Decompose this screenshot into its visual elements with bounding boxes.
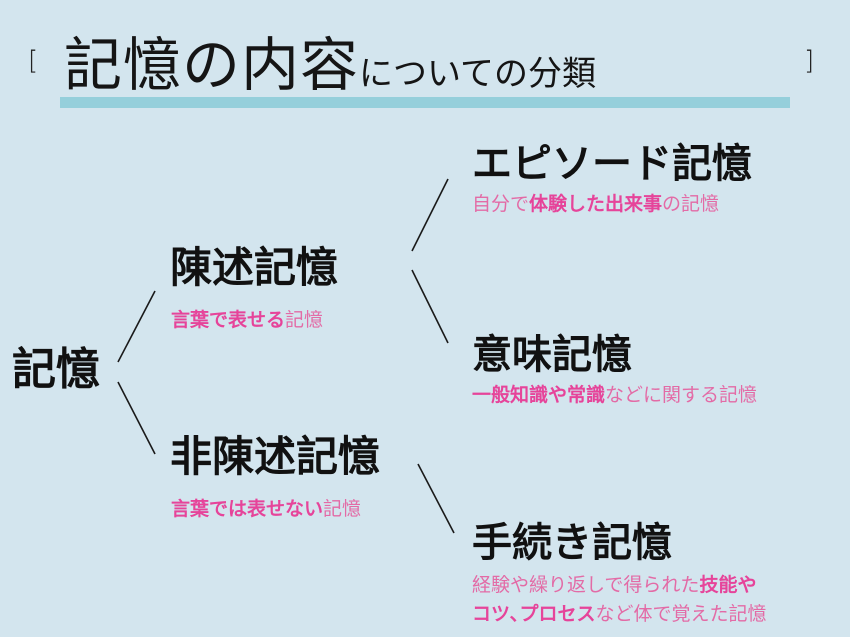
title-bracket-open: [: [28, 46, 39, 76]
desc-procedural-line1: 経験や繰り返しで得られた技能や: [472, 574, 756, 598]
desc-text: 経験や繰り返しで得られた: [472, 574, 700, 596]
title-underline: [60, 97, 790, 108]
desc-nondeclarative: 言葉では表せない記憶: [171, 498, 361, 522]
title-sub: についての分類: [359, 54, 596, 94]
node-semantic: 意味記憶: [472, 332, 632, 378]
desc-emphasis: 言葉では表せない: [171, 498, 324, 520]
desc-declarative: 言葉で表せる記憶: [171, 309, 323, 333]
desc-episodic: 自分で体験した出来事の記憶: [472, 193, 719, 217]
connector-declarative-episodic: [411, 178, 449, 252]
desc-emphasis: 言葉で表せる: [171, 309, 286, 331]
desc-text: など体で覚えた記憶: [595, 603, 767, 625]
desc-text: の記憶: [662, 193, 720, 215]
desc-emphasis: 技能や: [699, 574, 757, 596]
connector-root-nondeclarative: [117, 381, 156, 455]
page-title: 記憶の内容についての分類: [64, 36, 596, 94]
desc-emphasis: 体験した出来事: [529, 193, 663, 215]
node-memory: 記憶: [12, 344, 100, 395]
node-episodic: エピソード記憶: [472, 141, 752, 187]
connector-root-declarative: [117, 290, 156, 363]
desc-text: 自分で: [472, 193, 530, 215]
desc-procedural-line2: コツ､プロセスなど体で覚えた記憶: [472, 603, 767, 627]
connector-nondeclarative-procedural: [417, 463, 455, 534]
node-procedural: 手続き記憶: [472, 520, 672, 566]
title-main: 記憶の内容: [64, 31, 360, 99]
node-declarative: 陳述記憶: [170, 243, 339, 292]
connector-declarative-semantic: [411, 269, 449, 344]
node-nondeclarative: 非陳述記憶: [170, 432, 381, 481]
desc-emphasis: コツ､プロセス: [472, 603, 596, 625]
desc-text: 記憶: [285, 309, 324, 331]
desc-text: 記憶: [323, 498, 362, 520]
title-bracket-close: ]: [804, 46, 815, 76]
desc-emphasis: 一般知識や常識: [472, 384, 606, 406]
desc-text: などに関する記憶: [605, 384, 758, 406]
desc-semantic: 一般知識や常識などに関する記憶: [472, 384, 757, 408]
